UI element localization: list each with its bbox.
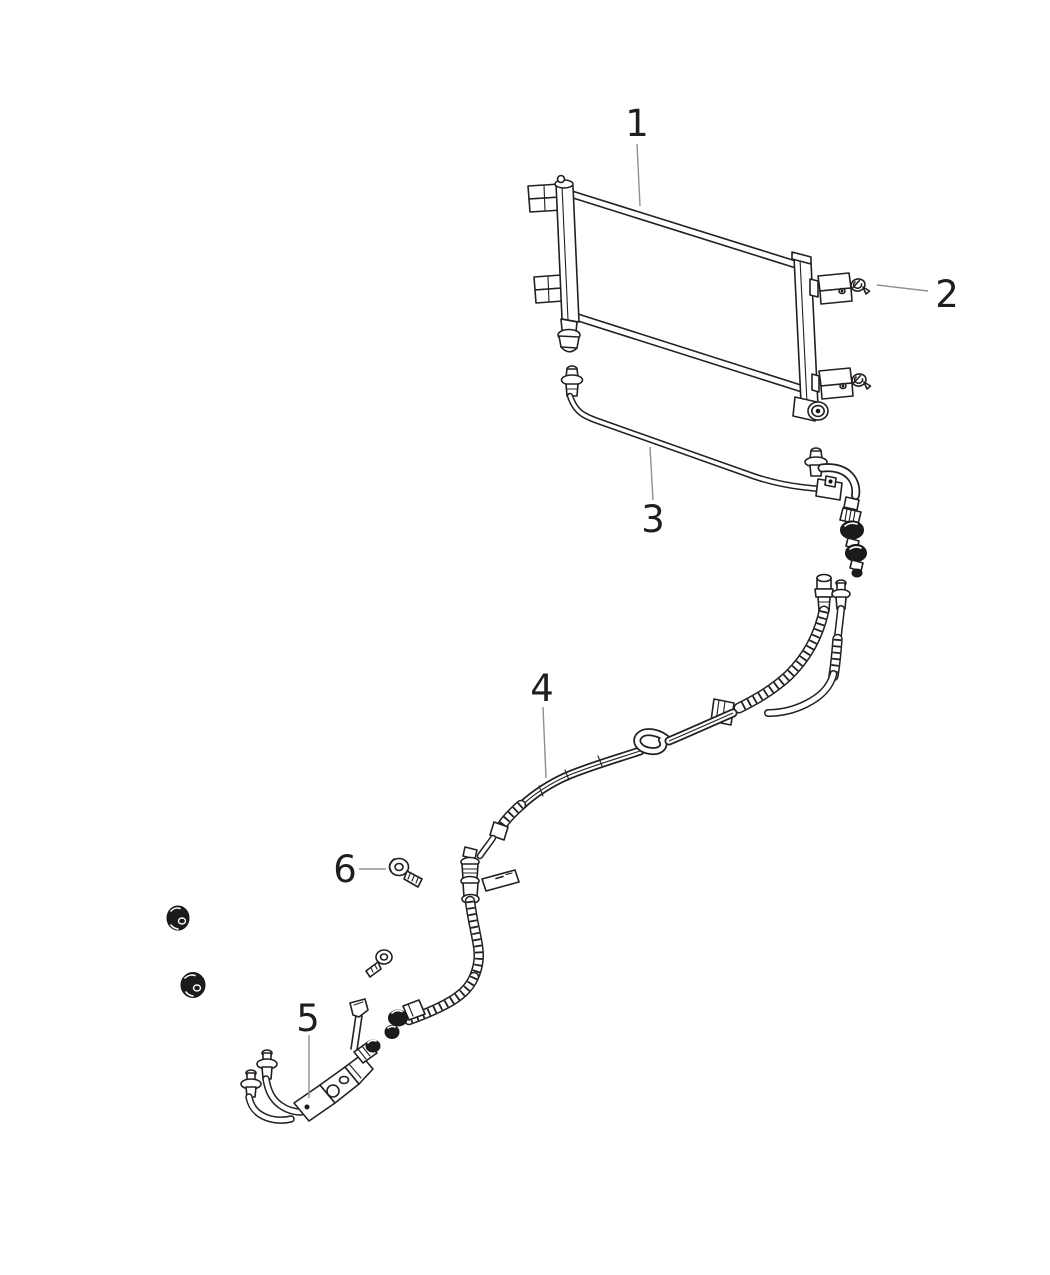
cooler-bottom-left-fitting [557, 318, 581, 353]
hose-part-tag [481, 869, 520, 892]
oil-cooler-drawing [527, 174, 854, 422]
grommet-upper [166, 905, 190, 931]
tube-right-end-assembly [804, 447, 867, 578]
lower-hose-bracket-arm [349, 998, 369, 1051]
mounting-screw-upper [850, 278, 871, 295]
hose-end-connectors [384, 999, 426, 1039]
cooler-right-lower-bracket [811, 367, 854, 400]
oil-cooler-hose-assembly-drawing [384, 573, 851, 1039]
hose-mid-junction [460, 846, 520, 905]
callout-5[interactable]: 5 [296, 997, 320, 1040]
cooler-right-upper-bracket [809, 272, 853, 305]
cooler-core-face [571, 190, 806, 394]
lower-hose-fitting-a [256, 1049, 278, 1080]
oil-cooler-tube-drawing [560, 365, 867, 578]
cooler-bottom-right-port [792, 396, 829, 422]
callout-2-leader [876, 284, 929, 292]
callout-3-leader [649, 446, 654, 501]
callout-4-leader [542, 706, 547, 779]
hose-top-fitting-b [831, 579, 851, 610]
callout-1-leader [636, 143, 641, 207]
callout-4[interactable]: 4 [530, 667, 554, 710]
screw-part-6 [388, 857, 423, 888]
lower-hose-fitting-b [240, 1069, 262, 1098]
lower-hose-assembly-drawing [240, 998, 381, 1124]
cooler-left-lower-bracket [533, 274, 564, 304]
callout-3[interactable]: 3 [641, 498, 665, 541]
callout-1[interactable]: 1 [625, 102, 649, 145]
callout-6[interactable]: 6 [333, 848, 357, 891]
tube-top-fitting [560, 365, 584, 397]
grommet-lower [180, 972, 206, 998]
screw-unlabeled [365, 949, 393, 978]
callout-2[interactable]: 2 [935, 273, 959, 316]
mounting-screw-lower [851, 373, 872, 390]
lower-hose-shield-block [293, 1039, 381, 1122]
cooler-left-tank [554, 174, 580, 323]
